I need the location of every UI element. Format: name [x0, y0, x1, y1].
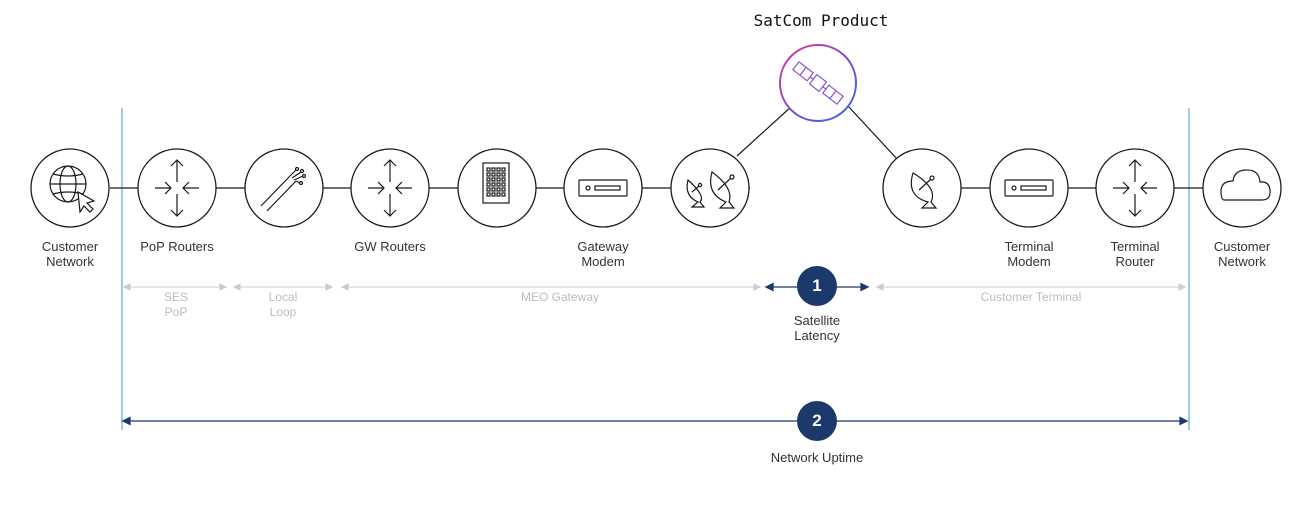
building-window: [496, 192, 501, 197]
router-arrows-icon: [155, 159, 199, 217]
terminal-router-node: [1095, 148, 1175, 228]
gateway-modem-node: [563, 148, 643, 228]
segment-label-meo-gateway: MEO Gateway: [520, 290, 600, 304]
building-window: [491, 172, 496, 177]
local-loop-node: [244, 148, 324, 228]
segment-arrow-meo-gateway: [340, 283, 762, 291]
building-window: [496, 167, 501, 172]
segment-arrow-local-loop: [232, 283, 334, 291]
building-window: [496, 182, 501, 187]
building-window: [486, 172, 491, 177]
network-uptime-arrow: [121, 416, 1189, 426]
building-window: [501, 177, 506, 182]
building-window: [496, 177, 501, 182]
building-window: [491, 192, 496, 197]
segment-label-ses-pop: SES PoP: [163, 290, 189, 319]
label-pop-routers: PoP Routers: [140, 239, 214, 254]
cloud-icon: [1220, 169, 1271, 201]
label-terminal-modem: Terminal Modem: [1004, 239, 1054, 269]
building-window: [501, 192, 506, 197]
satellite-icon: [792, 60, 844, 106]
satellite-latency-label: Satellite Latency: [793, 313, 841, 343]
customer-network-right-node: [1202, 148, 1282, 228]
modem-icon: [1004, 179, 1054, 197]
label-customer-network-right: Customer Network: [1213, 239, 1271, 269]
building-icon: [482, 162, 510, 204]
label-terminal-router: Terminal Router: [1110, 239, 1160, 269]
building-window: [501, 172, 506, 177]
label-customer-network-left: Customer Network: [41, 239, 99, 269]
building-window: [496, 172, 501, 177]
satellite-latency-badge: 1: [797, 266, 837, 306]
segment-arrow-customer-terminal: [875, 283, 1187, 291]
router-arrows-icon: [1113, 159, 1157, 217]
pop-routers-node: [137, 148, 217, 228]
satellite-dishes-icon: [686, 171, 736, 209]
diagram-title: SatCom Product: [753, 11, 889, 30]
building-window: [486, 182, 491, 187]
gw-routers-node: [350, 148, 430, 228]
building-window: [491, 182, 496, 187]
label-gw-routers: GW Routers: [354, 239, 426, 254]
terminal-modem-node: [989, 148, 1069, 228]
router-arrows-icon: [368, 159, 412, 217]
network-uptime-badge: 2: [797, 401, 837, 441]
building-window: [491, 167, 496, 172]
building-window: [486, 177, 491, 182]
terminal-antenna-node: [882, 148, 962, 228]
building-window: [501, 167, 506, 172]
gateway-antennas-node: [670, 148, 750, 228]
satellite-dish-icon: [910, 172, 938, 209]
fiber-cable-icon: [260, 166, 307, 212]
building-window: [496, 187, 501, 192]
downlink-line: [847, 105, 899, 161]
building-window: [491, 187, 496, 192]
building-window: [486, 167, 491, 172]
building-window: [501, 182, 506, 187]
label-gateway-modem: Gateway Modem: [577, 239, 629, 269]
segment-label-customer-terminal: Customer Terminal: [980, 290, 1082, 304]
globe-cursor-icon: [49, 165, 96, 214]
building-window: [486, 187, 491, 192]
customer-network-left-node: [30, 148, 110, 228]
satellite-node: [779, 44, 857, 122]
building-window: [501, 187, 506, 192]
modem-icon: [578, 179, 628, 197]
building-window: [486, 192, 491, 197]
building-window: [491, 177, 496, 182]
segment-label-local-loop: Local Loop: [268, 290, 298, 319]
network-uptime-label: Network Uptime: [770, 450, 864, 465]
gateway-building-node: [457, 148, 537, 228]
segment-arrow-ses-pop: [122, 283, 228, 291]
uplink-line: [736, 105, 793, 157]
